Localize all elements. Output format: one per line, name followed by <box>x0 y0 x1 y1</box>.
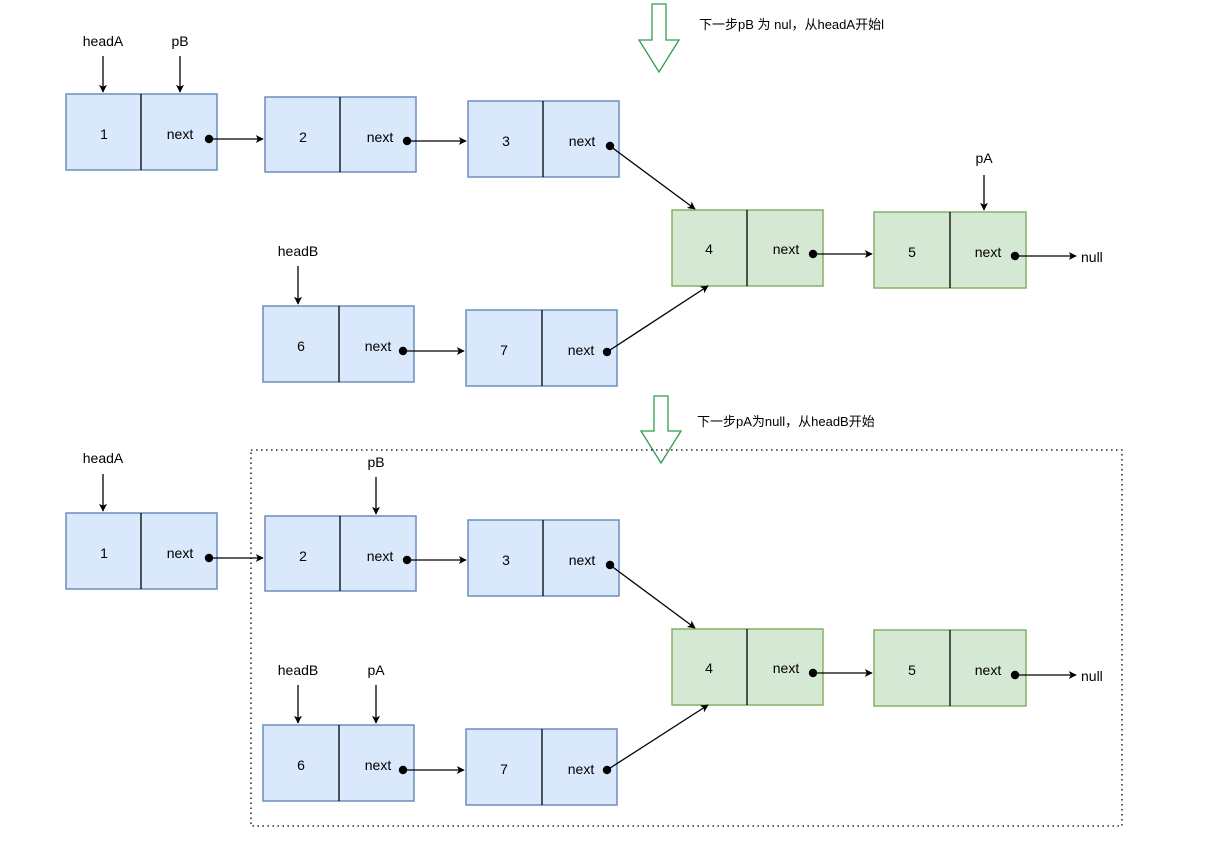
pointer-pA: pA <box>367 662 385 724</box>
step-note: 下一步pA为null，从headB开始 <box>697 414 875 429</box>
list-node-1: 1 next <box>65 512 218 590</box>
link-3-4 <box>609 145 696 210</box>
pointer-label: pB <box>171 33 188 49</box>
list-node-1: 1 next <box>65 93 218 171</box>
list-node-3: 3 next <box>467 519 620 597</box>
pointer-label: headB <box>278 243 318 259</box>
pointer-label: headB <box>278 662 318 678</box>
pointer-pA: pA <box>975 150 993 211</box>
node-next-label: next <box>569 552 596 568</box>
node-next-label: next <box>773 241 800 257</box>
list-node-7: 7 next <box>465 309 618 387</box>
link-7-4 <box>606 704 709 771</box>
link-dots <box>204 553 1020 775</box>
node-value: 4 <box>705 241 713 257</box>
node-value: 5 <box>908 244 916 260</box>
pointer-label: pA <box>975 150 993 166</box>
list-node-6: 6 next <box>262 305 415 383</box>
list-node-4: 4 next <box>671 628 824 706</box>
node-next-label: next <box>167 545 194 561</box>
node-value: 2 <box>299 548 307 564</box>
node-next-label: next <box>365 338 392 354</box>
node-next-label: next <box>773 660 800 676</box>
next-links <box>209 554 1077 774</box>
node-value: 1 <box>100 545 108 561</box>
node-next-label: next <box>367 129 394 145</box>
node-next-label: next <box>167 126 194 142</box>
node-value: 4 <box>705 660 713 676</box>
pointer-pB: pB <box>171 33 189 93</box>
list-node-7: 7 next <box>465 728 618 806</box>
step-note: 下一步pB 为 nul，从headA开始l <box>699 17 884 32</box>
list-node-5: 5 next <box>873 629 1027 707</box>
pointer-label: pA <box>367 662 385 678</box>
pointer-headB: headB <box>278 243 318 305</box>
node-value: 6 <box>297 338 305 354</box>
node-next-label: next <box>568 761 595 777</box>
null-label: null <box>1081 249 1103 265</box>
list-node-3: 3 next <box>467 100 620 178</box>
pointer-pB: pB <box>367 454 385 515</box>
link-3-4 <box>609 564 696 629</box>
pointer-label: pB <box>367 454 384 470</box>
bottom-diagram: 下一步pA为null，从headB开始 1 next 2 next 3 next <box>65 395 1123 827</box>
node-next-label: next <box>367 548 394 564</box>
link-7-4 <box>606 285 709 353</box>
list-node-2: 2 next <box>264 515 417 592</box>
top-diagram: 下一步pB 为 nul，从headA开始l 1 next 2 next 3 ne… <box>65 3 1103 387</box>
node-value: 2 <box>299 129 307 145</box>
list-node-4: 4 next <box>671 209 824 287</box>
list-node-2: 2 next <box>264 96 417 173</box>
pointer-headA: headA <box>83 450 124 512</box>
node-next-label: next <box>569 133 596 149</box>
link-dots <box>204 134 1020 357</box>
step-down-arrow-icon <box>637 3 681 74</box>
node-next-label: next <box>365 757 392 773</box>
pointer-headA: headA <box>83 33 124 93</box>
dotted-highlight-region <box>250 449 1123 827</box>
node-value: 3 <box>502 133 510 149</box>
node-next-label: next <box>975 662 1002 678</box>
node-next-label: next <box>975 244 1002 260</box>
pointer-label: headA <box>83 450 124 466</box>
node-value: 1 <box>100 126 108 142</box>
null-label: null <box>1081 668 1103 684</box>
next-links <box>209 135 1077 355</box>
node-value: 3 <box>502 552 510 568</box>
list-node-5: 5 next <box>873 211 1027 289</box>
list-node-6: 6 next <box>262 724 415 802</box>
step-down-arrow-icon <box>639 395 683 465</box>
node-value: 5 <box>908 662 916 678</box>
node-value: 6 <box>297 757 305 773</box>
node-value: 7 <box>500 342 508 358</box>
pointer-headB: headB <box>278 662 318 724</box>
node-next-label: next <box>568 342 595 358</box>
pointer-label: headA <box>83 33 124 49</box>
node-value: 7 <box>500 761 508 777</box>
